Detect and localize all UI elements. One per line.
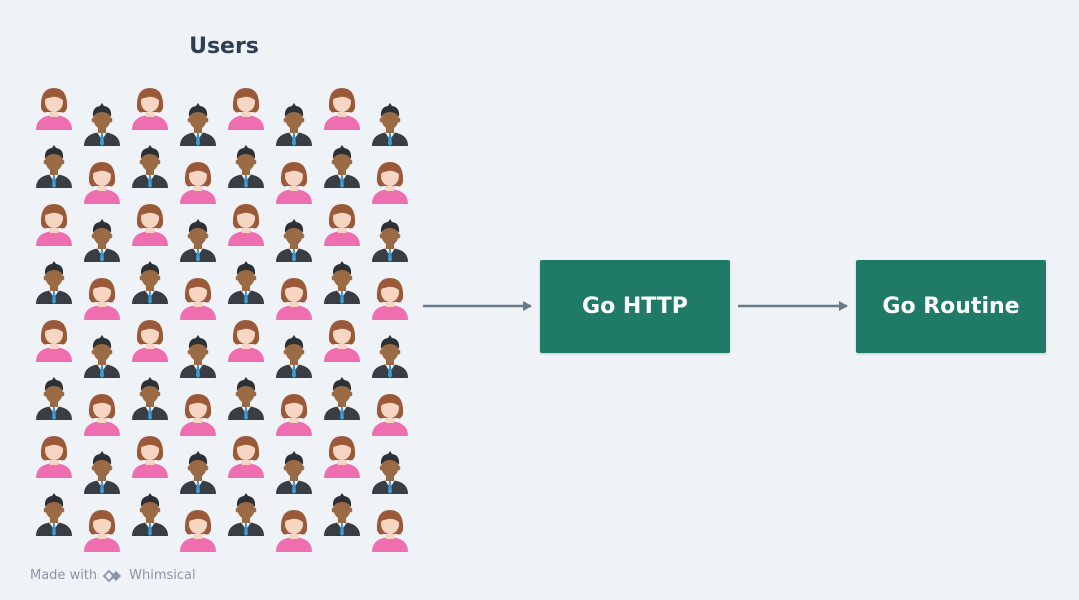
man-user-icon [32,374,76,422]
man-user-icon [128,374,172,422]
go-http-node[interactable]: Go HTTP [540,260,730,353]
man-user-icon [176,216,220,264]
made-with-credit[interactable]: Made with Whimsical [30,568,196,583]
whimsical-brand-text: Whimsical [129,568,196,583]
man-user-icon [272,100,316,148]
man-user-icon [320,142,364,190]
woman-user-icon [320,200,364,248]
man-user-icon [368,100,412,148]
woman-user-icon [32,432,76,480]
man-user-icon [128,142,172,190]
woman-user-icon [272,274,316,322]
man-user-icon [32,142,76,190]
man-user-icon [176,100,220,148]
woman-user-icon [32,200,76,248]
man-user-icon [368,448,412,496]
man-user-icon [224,490,268,538]
man-user-icon [80,100,124,148]
man-user-icon [80,216,124,264]
woman-user-icon [176,158,220,206]
woman-user-icon [80,506,124,554]
man-user-icon [32,258,76,306]
woman-user-icon [368,274,412,322]
woman-user-icon [128,316,172,364]
man-user-icon [272,332,316,380]
man-user-icon [80,448,124,496]
woman-user-icon [224,200,268,248]
woman-user-icon [224,316,268,364]
man-user-icon [368,216,412,264]
users-title: Users [189,34,259,59]
man-user-icon [320,490,364,538]
go-routine-node[interactable]: Go Routine [856,260,1046,353]
woman-user-icon [176,506,220,554]
woman-user-icon [272,506,316,554]
woman-user-icon [80,274,124,322]
woman-user-icon [224,84,268,132]
woman-user-icon [368,158,412,206]
man-user-icon [224,258,268,306]
made-with-text: Made with [30,568,98,583]
woman-user-icon [320,432,364,480]
woman-user-icon [128,84,172,132]
woman-user-icon [32,316,76,364]
man-user-icon [32,490,76,538]
whimsical-logo-icon [102,569,124,583]
woman-user-icon [368,506,412,554]
man-user-icon [368,332,412,380]
woman-user-icon [176,274,220,322]
woman-user-icon [128,432,172,480]
go-routine-label: Go Routine [882,294,1020,319]
man-user-icon [176,448,220,496]
man-user-icon [272,448,316,496]
man-user-icon [128,490,172,538]
man-user-icon [176,332,220,380]
man-user-icon [320,374,364,422]
woman-user-icon [272,158,316,206]
woman-user-icon [80,390,124,438]
man-user-icon [80,332,124,380]
man-user-icon [320,258,364,306]
woman-user-icon [224,432,268,480]
man-user-icon [272,216,316,264]
woman-user-icon [128,200,172,248]
woman-user-icon [80,158,124,206]
go-http-label: Go HTTP [582,294,688,319]
woman-user-icon [320,84,364,132]
man-user-icon [224,374,268,422]
woman-user-icon [368,390,412,438]
woman-user-icon [176,390,220,438]
woman-user-icon [320,316,364,364]
man-user-icon [224,142,268,190]
man-user-icon [128,258,172,306]
woman-user-icon [272,390,316,438]
woman-user-icon [32,84,76,132]
users-crowd [0,0,430,560]
